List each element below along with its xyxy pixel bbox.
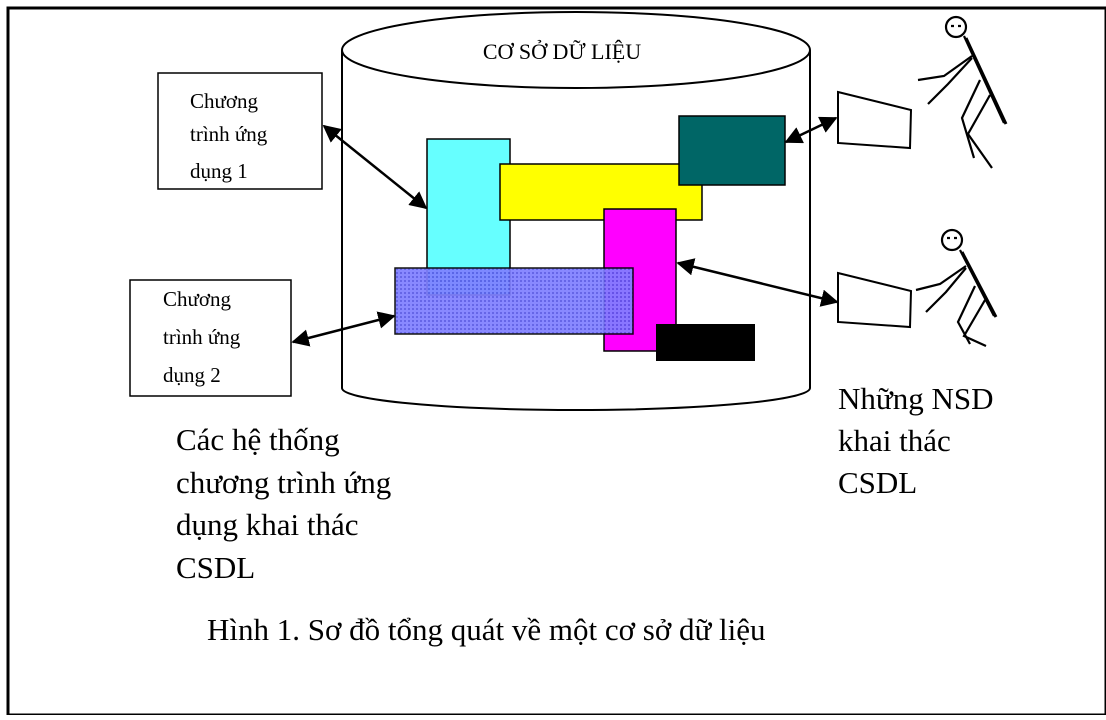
arrow-user-2-to-db bbox=[676, 258, 839, 307]
arrow-user-1-to-db bbox=[784, 116, 838, 144]
program-1-line-1: Chương bbox=[190, 89, 258, 113]
users-label-line-2: khai thác bbox=[838, 423, 951, 458]
program-1-line-3: dụng 1 bbox=[190, 159, 248, 183]
figure-caption: Hình 1. Sơ đồ tổng quát về một cơ sở dữ … bbox=[207, 612, 766, 647]
apps-label: Các hệ thống chương trình ứng dụng khai … bbox=[176, 422, 391, 585]
apps-label-line-3: dụng khai thác bbox=[176, 507, 359, 542]
person-1-icon bbox=[917, 15, 1008, 169]
data-block-teal bbox=[678, 115, 786, 186]
user-2 bbox=[837, 228, 998, 348]
apps-label-line-4: CSDL bbox=[176, 550, 255, 585]
user-1 bbox=[837, 15, 1008, 169]
terminal-1-icon bbox=[837, 90, 913, 150]
database-title: CƠ SỞ DỮ LIỆU bbox=[483, 39, 641, 64]
apps-label-line-2: chương trình ứng bbox=[176, 465, 391, 500]
users-label-line-3: CSDL bbox=[838, 465, 917, 500]
terminal-2-icon bbox=[837, 271, 913, 329]
program-2-line-1: Chương bbox=[163, 287, 231, 311]
apps-label-line-1: Các hệ thống bbox=[176, 422, 340, 457]
program-box-2-frame bbox=[129, 279, 292, 397]
program-2-line-3: dụng 2 bbox=[163, 363, 221, 387]
cylinder-top bbox=[341, 11, 811, 89]
arrow-program-2-to-db bbox=[291, 311, 396, 347]
program-box-1-frame bbox=[157, 72, 323, 190]
person-2-icon bbox=[915, 228, 998, 348]
data-block-black bbox=[656, 324, 755, 361]
arrow-program-1-to-db bbox=[322, 124, 428, 210]
users-label: Những NSD khai thác CSDL bbox=[838, 381, 993, 500]
program-1-line-2: trình ứng bbox=[190, 122, 268, 146]
data-block-blue bbox=[394, 267, 634, 335]
program-2-line-2: trình ứng bbox=[163, 325, 241, 349]
cylinder-bottom bbox=[341, 387, 811, 411]
program-box-2: Chương trình ứng dụng 2 bbox=[129, 279, 292, 397]
users-label-line-1: Những NSD bbox=[838, 381, 993, 416]
program-box-1: Chương trình ứng dụng 1 bbox=[157, 72, 323, 190]
